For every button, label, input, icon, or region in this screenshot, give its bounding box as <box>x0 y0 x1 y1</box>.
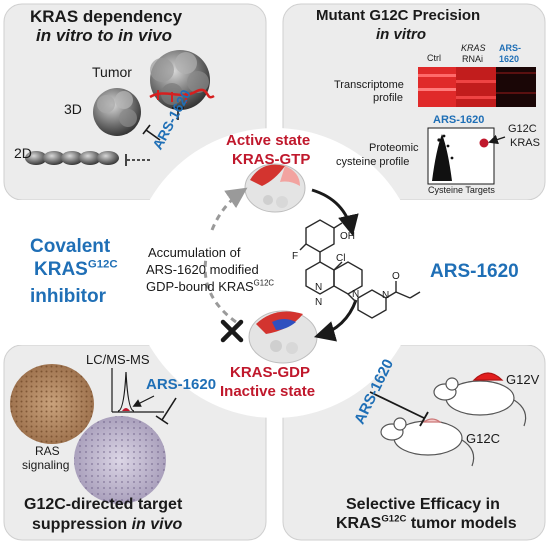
title-kras: KRAS <box>336 515 382 532</box>
protein-active <box>244 163 306 213</box>
mouse-g12c <box>380 417 475 467</box>
scatter-title: ARS-1620 <box>433 114 485 126</box>
label-3d: 3D <box>64 101 82 117</box>
title-in-vivo: in vivo <box>131 516 183 533</box>
title-kras-sup: G12C <box>381 513 407 525</box>
label-proteomic: Proteomic <box>369 142 419 154</box>
col-ars-1: ARS- <box>499 43 521 53</box>
inhibition-lines-bottom-left <box>155 397 177 425</box>
accumulation-line1: Accumulation of <box>148 245 241 260</box>
mol-cl: Cl <box>336 253 346 264</box>
label-cysteine-targets: Cysteine Targets <box>428 185 495 195</box>
label-lcms: LC/MS-MS <box>86 352 150 367</box>
ars1620-right-label: ARS-1620 <box>430 261 519 282</box>
molecule-ars1620 <box>299 219 421 319</box>
accumulation-kras-sup: G12C <box>253 278 275 288</box>
col-kras: KRAS <box>461 43 486 53</box>
label-g12v: G12V <box>506 372 540 387</box>
mol-n1: N <box>315 282 323 293</box>
cycle-arrows <box>203 187 359 342</box>
mol-oh: OH <box>340 231 355 242</box>
heatmap-transcriptome <box>418 67 536 107</box>
label-signaling: signaling <box>22 458 70 472</box>
covalent-kras: KRAS <box>34 259 88 280</box>
title-in-vitro-to-in-vivo: in vitro to in vivo <box>36 26 173 45</box>
title-in-vitro: in vitro <box>376 26 427 43</box>
mol-n4: N <box>382 290 390 301</box>
title-g12c-directed: G12C-directed target <box>24 496 183 513</box>
title-suppression: suppression <box>32 516 132 533</box>
ihc-tissue-treated <box>74 416 166 504</box>
lcms-chromatogram <box>111 368 164 413</box>
covalent-line2: KRASG12C <box>34 258 118 280</box>
mouse-g12v <box>433 372 527 427</box>
tumor-spheroid <box>149 50 215 110</box>
title-kras-dependency: KRAS dependency <box>30 7 183 26</box>
label-kras: KRAS <box>510 137 540 149</box>
inhibition-line-bottom-right <box>369 391 429 427</box>
label-g12c: G12C <box>508 123 537 135</box>
title-selective-efficacy: Selective Efficacy in <box>346 496 500 513</box>
drug-label-bottom-left: ARS-1620 <box>146 376 217 393</box>
mol-f: F <box>292 251 299 262</box>
center-circle <box>130 128 420 418</box>
title-mutant-g12c-precision: Mutant G12C Precision <box>316 7 481 24</box>
ihc-tissue-control <box>10 364 94 444</box>
inactive-state: Inactive state <box>220 383 316 400</box>
kras-gtp: KRAS-GTP <box>232 151 311 168</box>
inhibition-lines-top-left <box>125 107 184 166</box>
mol-o: O <box>392 271 400 282</box>
block-cross-icon <box>220 319 244 343</box>
covalent-line1: Covalent <box>30 236 111 257</box>
active-state: Active state <box>226 132 311 149</box>
label-transcriptome: Transcriptome <box>334 79 404 91</box>
label-ras: RAS <box>35 444 60 458</box>
accumulation-line3: GDP-bound KRASG12C <box>146 278 275 294</box>
accumulation-line2: ARS-1620 modified <box>146 262 259 277</box>
label-transcriptome-profile: profile <box>373 92 403 104</box>
title-kras-tumor-models: KRASG12C tumor models <box>336 513 517 532</box>
label-g12c-mouse: G12C <box>466 431 500 446</box>
monolayer-2d <box>25 151 119 165</box>
kras-gdp: KRAS-GDP <box>230 364 311 381</box>
spheroid-3d <box>93 88 141 136</box>
protein-inactive <box>248 310 318 364</box>
mol-n3: N <box>352 289 360 300</box>
label-cysteine-profile: cysteine profile <box>336 156 410 168</box>
covalent-line3: inhibitor <box>30 286 106 307</box>
title-tumor-models: tumor models <box>406 515 517 532</box>
col-rnai: RNAi <box>462 54 484 64</box>
label-2d: 2D <box>14 145 32 161</box>
mol-n2: N <box>315 297 323 308</box>
proteomic-scatter-plot <box>427 127 506 185</box>
label-tumor: Tumor <box>92 64 132 80</box>
col-ars-2: 1620 <box>499 54 520 64</box>
title-suppression-in-vivo: suppression in vivo <box>32 517 182 533</box>
col-ctrl: Ctrl <box>427 53 441 63</box>
accumulation-kras: GDP-bound KRAS <box>146 279 254 294</box>
covalent-kras-sup: G12C <box>87 258 118 271</box>
